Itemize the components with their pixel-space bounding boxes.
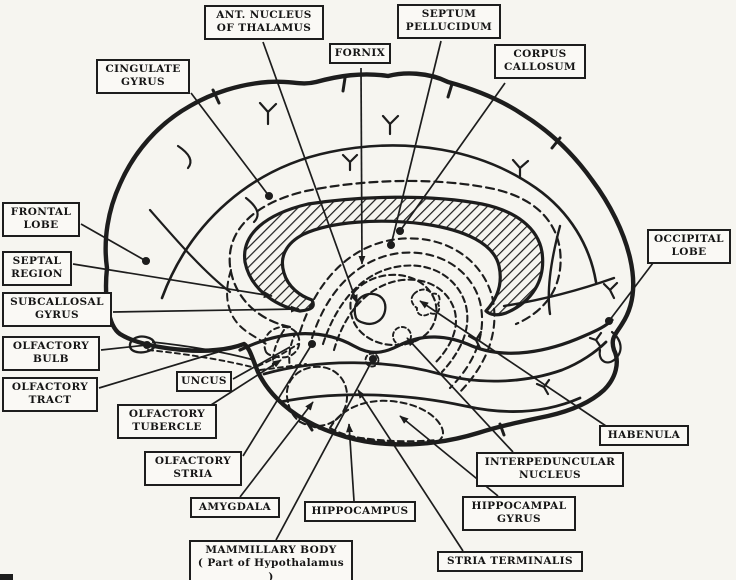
hippocampus-outline <box>329 399 444 446</box>
leader-mammillary-body <box>275 354 378 541</box>
label-frontal-lobe: FRONTAL LOBE <box>2 202 80 237</box>
fornix-arcs <box>298 237 496 396</box>
leader-occipital-lobe <box>604 262 654 326</box>
label-subcallosal-gyrus: SUBCALLOSAL GYRUS <box>2 292 112 327</box>
label-amygdala: AMYGDALA <box>190 497 280 519</box>
label-uncus: UNCUS <box>176 371 232 393</box>
leader-interpeduncular-nucleus <box>406 337 514 453</box>
fornix-body <box>353 292 387 325</box>
leader-subcallosal-gyrus <box>112 305 300 313</box>
label-septal-region: SEPTAL REGION <box>2 251 72 286</box>
label-interpeduncular-nucleus: INTERPEDUNCULAR NUCLEUS <box>476 452 624 487</box>
label-habenula: HABENULA <box>599 425 689 447</box>
leader-corpus-callosum <box>395 82 506 236</box>
leader-olfactory-tubercle <box>210 359 282 406</box>
leader-stria-terminalis <box>357 389 464 552</box>
label-olfactory-stria: OLFACTORY STRIA <box>144 451 242 486</box>
label-olfactory-bulb: OLFACTORY BULB <box>2 336 100 371</box>
mammillary-outline <box>364 352 380 368</box>
hippocampal-gyrus-dashes <box>299 421 437 443</box>
parieto-occipital-sulcus <box>547 224 562 316</box>
solid-structures <box>128 292 387 361</box>
corpus-callosum-hatched <box>243 195 545 317</box>
label-ant-nucleus-of-thalamus: ANT. NUCLEUS OF THALAMUS <box>204 5 324 40</box>
label-cingulate-gyrus: CINGULATE GYRUS <box>96 59 190 94</box>
leader-ant-nucleus-of-thalamus <box>262 41 358 304</box>
habenula-outline <box>410 288 441 317</box>
label-corpus-callosum: CORPUS CALLOSUM <box>494 44 586 79</box>
leader-uncus <box>232 346 291 380</box>
lateral-fissure <box>238 318 614 355</box>
occipital-curl <box>598 330 622 364</box>
leader-habenula <box>419 300 607 427</box>
label-hippocampal-gyrus: HIPPOCAMPAL GYRUS <box>462 496 576 531</box>
leader-amygdala <box>239 401 314 498</box>
olfactory-stria-dashes <box>257 343 307 371</box>
brain-outline <box>103 71 636 447</box>
leader-frontal-lobe <box>80 223 151 266</box>
middle-temporal-sulcus <box>278 393 582 413</box>
leader-olfactory-tract <box>98 351 219 389</box>
callosal-dashed-ring <box>228 179 562 329</box>
frontal-sulcus <box>148 208 232 294</box>
label-stria-terminalis: STRIA TERMINALIS <box>437 551 583 573</box>
leader-olfactory-bulb <box>100 340 152 351</box>
leader-fornix <box>358 67 366 265</box>
label-olfactory-tract: OLFACTORY TRACT <box>2 377 98 412</box>
label-fornix: FORNIX <box>329 43 391 65</box>
thalamus-outline <box>349 273 438 347</box>
scan-artifact <box>0 574 13 580</box>
sulci-marks <box>258 101 619 396</box>
leader-olfactory-stria <box>242 339 317 457</box>
edge-notches <box>211 76 562 437</box>
leader-cingulate-gyrus <box>190 92 274 201</box>
leader-septum-pellucidum <box>386 40 442 250</box>
label-septum-pellucidum: SEPTUM PELLUCIDUM <box>397 4 501 39</box>
olfactory-tract-dashes <box>147 349 257 369</box>
leader-hippocampus <box>346 423 355 502</box>
label-olfactory-tubercle: OLFACTORY TUBERCLE <box>117 404 217 439</box>
olfactory-tract-line <box>151 341 255 361</box>
label-occipital-lobe: OCCIPITAL LOBE <box>647 229 731 264</box>
label-hippocampus: HIPPOCAMPUS <box>304 501 416 523</box>
leader-septal-region <box>72 263 273 299</box>
interpeduncular-outline <box>392 326 412 346</box>
label-mammillary-body: MAMMILLARY BODY ( Part of Hypothalamus ) <box>189 540 353 580</box>
cingulate-sulcus <box>160 144 598 300</box>
